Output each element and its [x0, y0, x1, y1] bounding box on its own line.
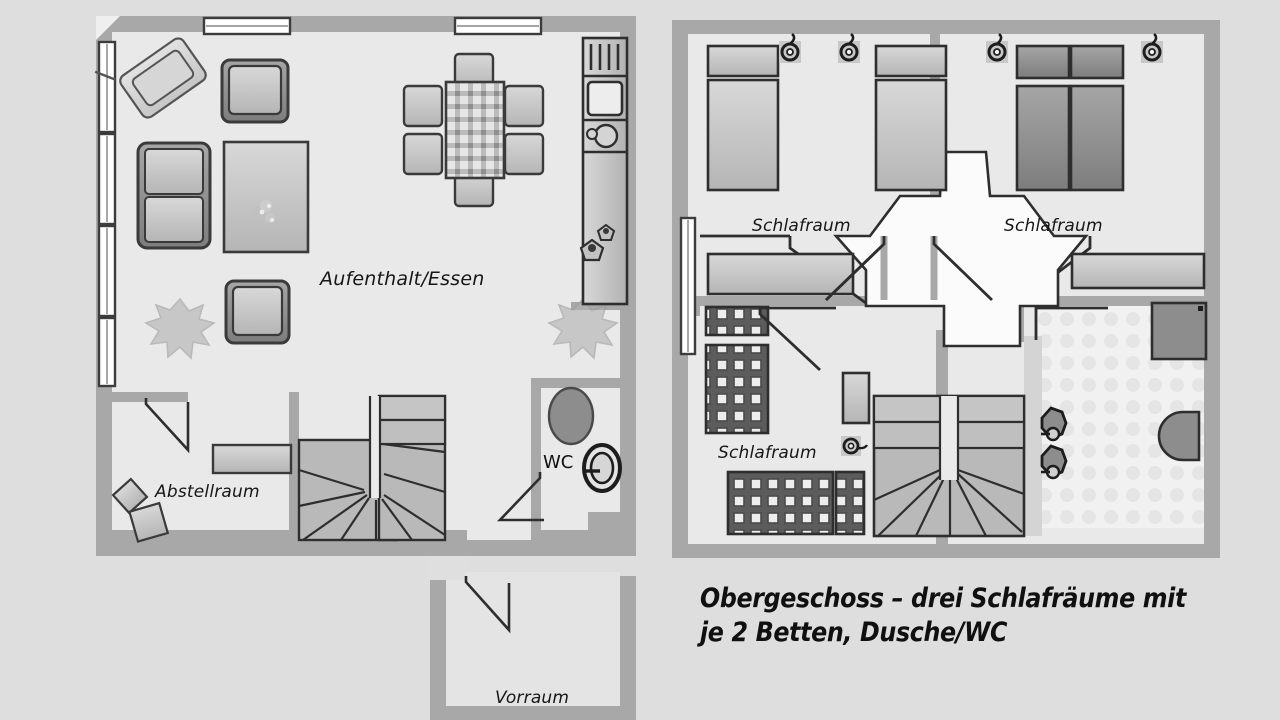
label-vestibule: Vorraum [495, 688, 569, 708]
wc-fixtures [547, 386, 622, 493]
label-storage: Abstellraum [154, 482, 260, 502]
staircase-winder [297, 394, 447, 542]
window-top-left [202, 16, 292, 36]
lamp-group [779, 32, 1163, 456]
pillow [704, 305, 770, 337]
pillow [834, 470, 866, 536]
armchair-tilted [94, 37, 207, 119]
sink-icon [586, 123, 619, 149]
shower-icon [1150, 301, 1208, 361]
storage-door [144, 398, 190, 454]
washbasin-icon [582, 443, 622, 493]
bath-door [1034, 306, 1108, 340]
label-bedroom-left: Schlafraum [752, 216, 851, 236]
pillow [874, 44, 948, 78]
plant-right [547, 297, 619, 360]
plant-left [144, 297, 216, 360]
mattress-left [1015, 84, 1071, 192]
cooktop-icon [579, 223, 616, 262]
wall-lamp-icon [838, 32, 860, 63]
patterned-bed-vertical [704, 305, 770, 435]
wall-lamp-icon [1141, 32, 1163, 63]
window-group-top [202, 16, 543, 36]
ground-floor-plan: Aufenthalt/Essen Abstellraum WC Vorraum [94, 16, 636, 720]
dish-rack-icon [583, 44, 627, 78]
bedroom-right-door-swing [932, 236, 993, 302]
hall-body [833, 150, 1089, 348]
toilet-upper-icon [1157, 410, 1201, 462]
wc-door [496, 472, 544, 522]
label-bedroom-right: Schlafraum [1004, 216, 1103, 236]
label-living-dining: Aufenthalt/Essen [318, 268, 484, 290]
mattress [874, 78, 948, 192]
caption-line-2: je 2 Betten, Dusche/WC [700, 617, 1008, 649]
dining-chair [402, 84, 444, 128]
caption-line-1: Obergeschoss – drei Schlafräume mit [700, 583, 1186, 614]
oven-icon [586, 80, 624, 117]
ground-floor-doors [144, 398, 544, 634]
mattress-right [1069, 84, 1125, 192]
staircase-winder-upper [872, 394, 1026, 538]
nightstand [841, 371, 871, 425]
window-upper-left [679, 216, 697, 356]
storage-shelf [211, 443, 293, 475]
wall-lamp-icon [986, 32, 1008, 63]
wall-lamp-icon [841, 436, 869, 456]
flower-vase-icon [250, 200, 275, 223]
armchair-bottom [224, 279, 291, 345]
plan-caption: Obergeschoss – drei Schlafräume mit je 2… [700, 582, 1246, 650]
patterned-bed-horizontal [726, 470, 866, 536]
twin-bed-b [874, 44, 948, 192]
coffee-table [222, 140, 310, 254]
pillow [706, 44, 780, 78]
label-bedroom-lower: Schlafraum [718, 443, 817, 463]
sofa-two-seat [136, 141, 212, 250]
wall-lamp-icon [779, 32, 801, 63]
washbasin-lower-icon [1040, 444, 1068, 480]
dining-chair [503, 132, 545, 176]
upper-floor-doors [758, 236, 993, 372]
upper-floor-plan: Schlafraum Schlafraum Schlafraum [672, 20, 1220, 558]
twin-bed-a [706, 44, 780, 192]
armchair-top [220, 58, 290, 124]
vestibule-door [464, 576, 511, 634]
toilet-icon [547, 386, 595, 446]
window-group-left [97, 40, 117, 388]
mattress [726, 470, 835, 536]
label-wc: WC [543, 452, 573, 473]
storage-room-items [111, 443, 293, 543]
pillow-right [1069, 44, 1125, 80]
dining-table [444, 80, 506, 180]
pillow-left [1015, 44, 1071, 80]
dining-set [402, 52, 545, 208]
mattress [706, 78, 780, 192]
bedroom-lower-door-swing [758, 306, 836, 372]
storage-box-large [128, 501, 170, 543]
wardrobe-left [706, 252, 855, 296]
mattress [704, 343, 770, 435]
dining-chair [503, 84, 545, 128]
double-bed [1015, 44, 1125, 192]
kitchen-counter [579, 36, 629, 306]
ground-floor-walls [96, 16, 636, 720]
storage-box-small [111, 477, 149, 515]
bathroom-fixtures [1040, 301, 1208, 480]
dining-chair [402, 132, 444, 176]
washbasin-upper-icon [1040, 406, 1068, 442]
wardrobe-right [1070, 252, 1206, 290]
window-top-right [453, 16, 543, 36]
